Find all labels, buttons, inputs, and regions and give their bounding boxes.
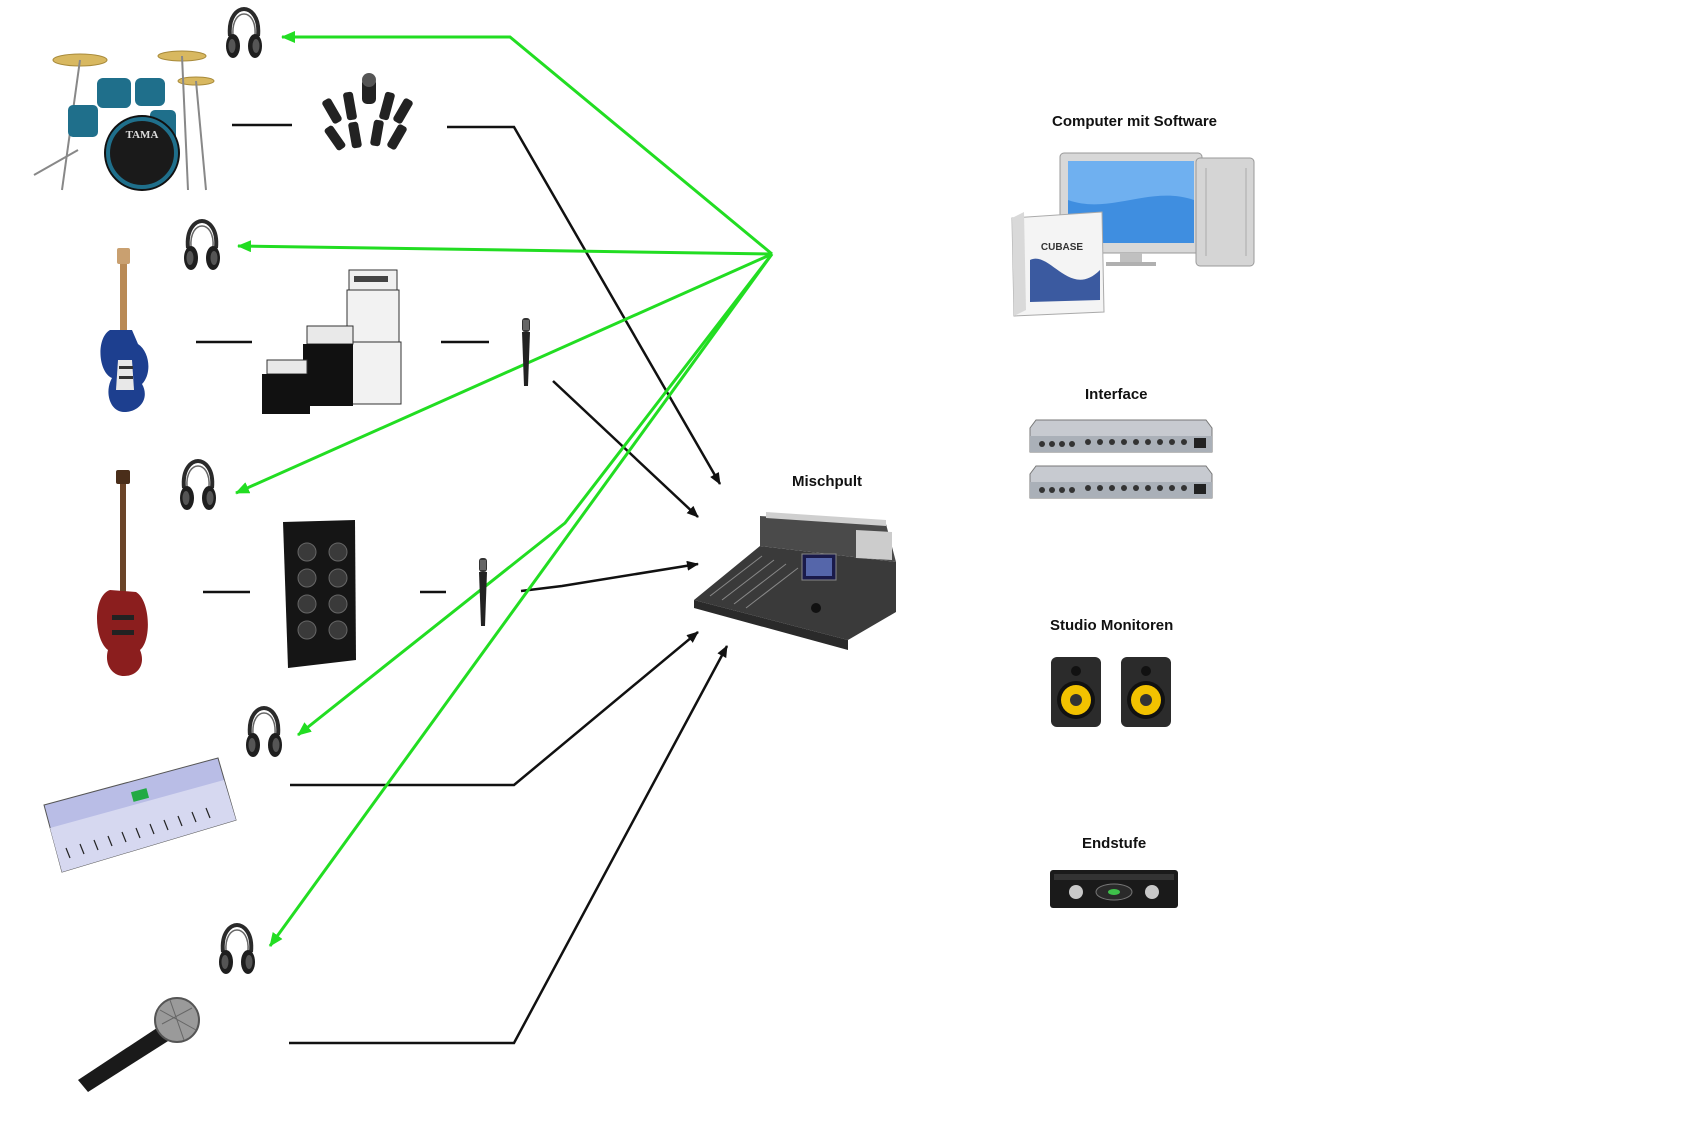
amp-stack-icon <box>262 269 402 414</box>
bass-cabinet-icon <box>283 520 356 668</box>
mixing-console-icon <box>694 512 896 650</box>
vocal-mic-icon <box>78 997 200 1092</box>
bass-guitar-icon <box>97 470 148 676</box>
interface-label: Interface <box>1085 386 1148 403</box>
synthesizer-icon <box>43 757 237 873</box>
drum-headphones-icon <box>224 7 264 60</box>
vocal-to-mixer-arrow <box>289 645 729 1045</box>
monitor-to-keys-headphones <box>297 253 774 737</box>
computer-label: Computer mit Software <box>1052 113 1218 130</box>
amplifier-label: Endstufe <box>1082 835 1147 852</box>
studio-monitor-icon <box>1121 657 1171 727</box>
drum-mics-icon <box>322 73 413 151</box>
guitar-mic-to-mixer-arrow <box>552 380 699 518</box>
guitar-headphones-icon <box>182 219 222 272</box>
guitar-amp-mic-icon <box>522 318 530 386</box>
drum-kit-icon: TAMA <box>33 50 215 191</box>
software-box-label: CUBASE <box>1041 242 1084 253</box>
keys-headphones-icon <box>244 706 284 759</box>
monitor-to-drum-headphones <box>281 31 773 256</box>
audio-interface-icon <box>1029 419 1213 453</box>
audio-interface-icon <box>1029 465 1213 499</box>
vocal-headphones-icon <box>217 923 257 976</box>
monitor-to-bass-headphones <box>235 252 773 495</box>
mixer-label: Mischpult <box>792 473 862 490</box>
bass-headphones-icon <box>178 459 218 512</box>
drum-mics-to-mixer-arrow <box>447 125 722 485</box>
drum-brand-label: TAMA <box>126 129 159 141</box>
keys-to-mixer-arrow <box>290 631 699 787</box>
monitor-to-vocal-headphones <box>268 253 774 947</box>
monitors-label: Studio Monitoren <box>1050 617 1174 634</box>
software-box-icon: CUBASE <box>1011 211 1105 317</box>
electric-guitar-icon <box>100 248 149 412</box>
studio-monitor-icon <box>1051 657 1101 727</box>
monitor-connections <box>235 31 774 947</box>
power-amp-icon <box>1050 870 1178 908</box>
bass-mic-to-mixer-arrow <box>520 560 699 593</box>
monitor-to-guitar-headphones <box>237 240 773 256</box>
signal-connections <box>196 123 729 1045</box>
bass-cab-mic-icon <box>479 558 487 626</box>
